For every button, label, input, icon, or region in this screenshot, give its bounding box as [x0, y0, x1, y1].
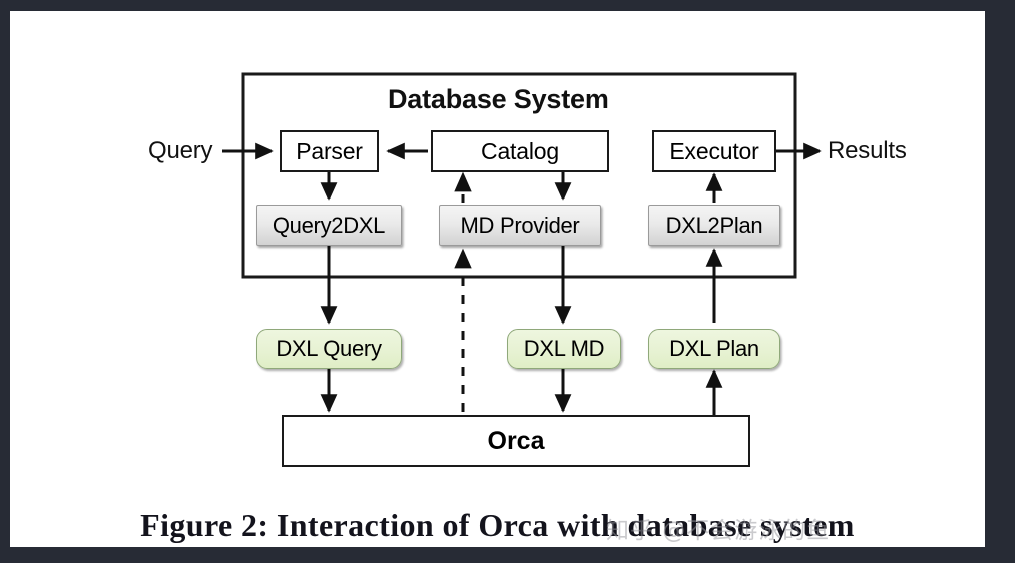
node-query2dxl[interactable]: Query2DXL [256, 205, 402, 246]
query-input-label: Query [148, 137, 213, 164]
database-system-title: Database System [388, 84, 609, 114]
database-system-container [241, 72, 797, 279]
orca-architecture-diagram: Database System Query Results Parser Cat… [10, 11, 985, 547]
node-dxl-query[interactable]: DXL Query [256, 329, 402, 369]
figure-page: Database System Query Results Parser Cat… [10, 11, 985, 547]
figure-caption: Figure 2: Interaction of Orca with datab… [140, 507, 855, 543]
diagram-connectors [222, 72, 822, 466]
results-output-label: Results [828, 137, 907, 164]
node-dxl-plan[interactable]: DXL Plan [648, 329, 780, 369]
node-orca[interactable]: Orca [282, 415, 750, 467]
node-md-provider[interactable]: MD Provider [439, 205, 601, 246]
node-parser[interactable]: Parser [280, 130, 379, 172]
node-catalog[interactable]: Catalog [431, 130, 609, 172]
node-dxl-md[interactable]: DXL MD [507, 329, 621, 369]
node-dxl2plan[interactable]: DXL2Plan [648, 205, 780, 246]
node-executor[interactable]: Executor [652, 130, 776, 172]
